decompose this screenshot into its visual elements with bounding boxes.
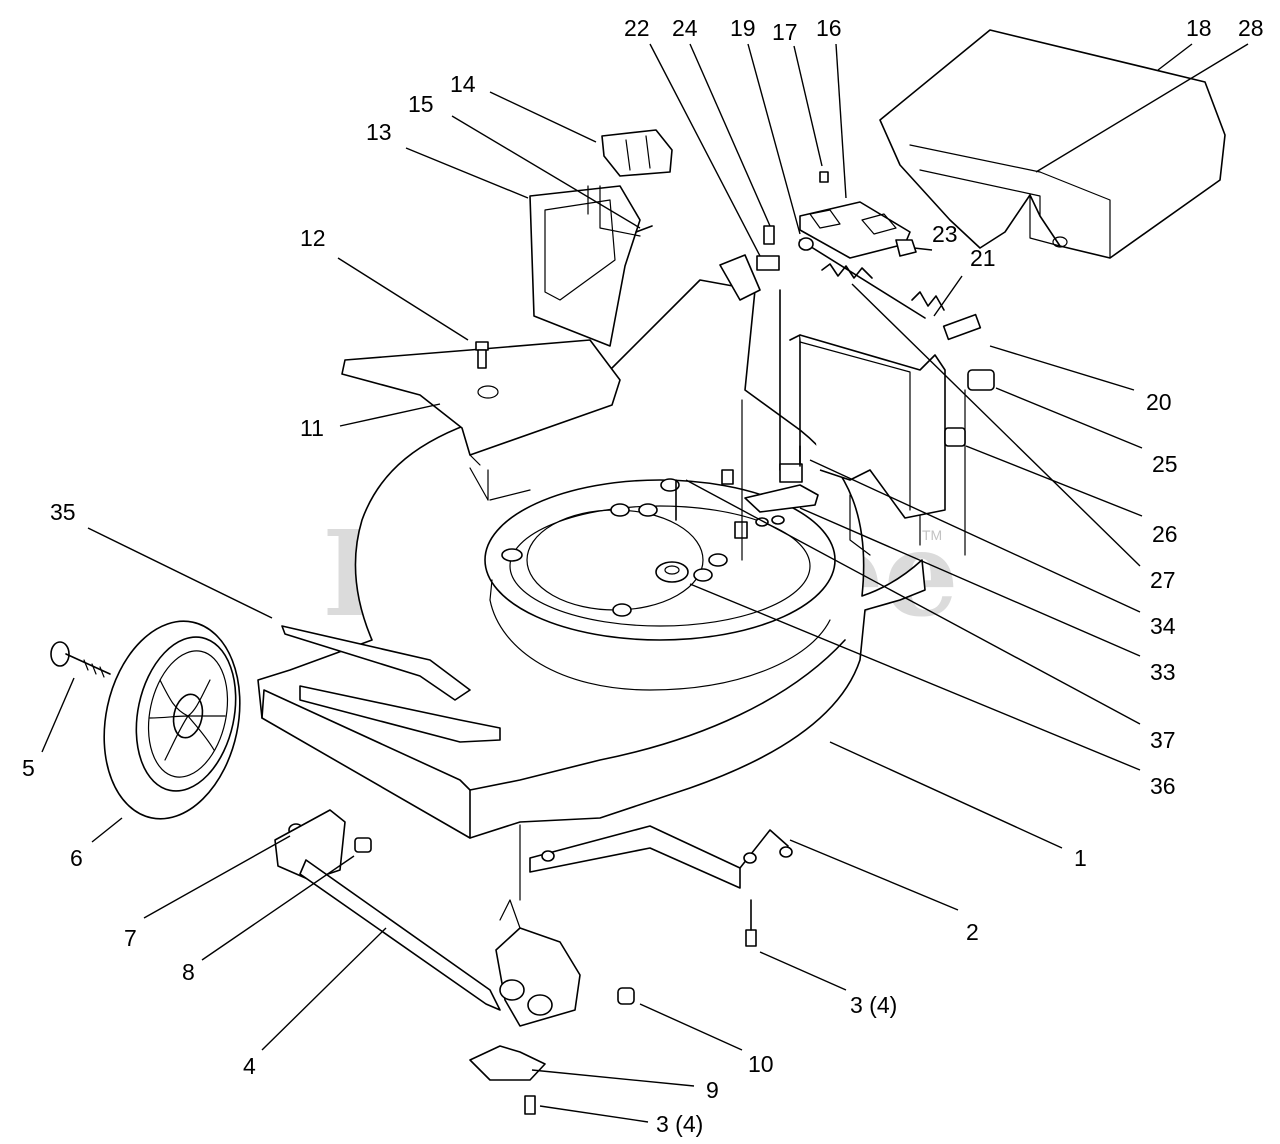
part-rear-axle (274, 809, 581, 1027)
callout-3b: 3 (4) (656, 1111, 703, 1137)
part-axle-rod (798, 237, 982, 341)
leader-line-37 (685, 479, 1141, 725)
callout-12: 12 (300, 225, 326, 251)
callout-26: 26 (1152, 521, 1178, 547)
callout-15: 15 (408, 91, 434, 117)
leader-line-1 (829, 741, 1063, 849)
callout-17: 17 (772, 19, 798, 45)
leader-line-8 (201, 855, 355, 961)
callout-5: 5 (22, 755, 35, 781)
part-bushing-10 (617, 987, 635, 1005)
part-25 (967, 369, 995, 391)
callout-33: 33 (1150, 659, 1176, 685)
leader-line-16 (835, 43, 847, 199)
callout-labels: 1 2 3 (4) 3 (4) 4 5 6 7 8 9 10 11 12 13 … (22, 15, 1264, 1137)
callout-28: 28 (1238, 15, 1264, 41)
callout-22: 22 (624, 15, 650, 41)
leader-line-17 (793, 45, 823, 167)
part-rear-flap (529, 825, 793, 889)
leader-line-3b (539, 1105, 649, 1123)
callout-7: 7 (124, 925, 137, 951)
leader-line-12 (337, 257, 469, 341)
leader-line-35 (87, 527, 273, 619)
leader-line-14 (489, 91, 597, 143)
part-handle-cover (799, 171, 911, 259)
leader-line-11 (339, 403, 441, 427)
callout-24: 24 (672, 15, 698, 41)
callout-34: 34 (1150, 613, 1176, 639)
leader-line-20 (989, 345, 1135, 391)
leader-line-36 (689, 583, 1141, 771)
leader-line-9 (531, 1069, 695, 1087)
callout-19: 19 (730, 15, 756, 41)
part-chute-door (529, 185, 641, 347)
part-plate-9 (469, 1045, 546, 1081)
callout-21: 21 (970, 245, 996, 271)
callout-35: 35 (50, 499, 76, 525)
part-clip-14 (601, 129, 673, 177)
part-23 (895, 239, 917, 257)
leader-line-33 (799, 507, 1141, 657)
leader-line-15 (451, 115, 641, 229)
callout-8: 8 (182, 959, 195, 985)
leader-line-4 (261, 927, 387, 1051)
part-hinge-pin (635, 225, 653, 233)
callout-2: 2 (966, 919, 979, 945)
callout-1: 1 (1074, 845, 1087, 871)
callout-37: 37 (1150, 727, 1176, 753)
leader-line-24 (689, 43, 771, 227)
callout-20: 20 (1146, 389, 1172, 415)
callout-11: 11 (300, 415, 324, 441)
leader-line-25 (995, 387, 1143, 449)
part-screw-3b (524, 1095, 536, 1115)
leader-line-27 (851, 283, 1141, 567)
leader-line-7 (143, 835, 291, 919)
leader-lines (41, 43, 1249, 1123)
leader-line-10 (639, 1003, 743, 1051)
part-deflector-plate (341, 339, 621, 466)
callout-6: 6 (70, 845, 83, 871)
leader-line-28 (1035, 43, 1249, 173)
callout-14: 14 (450, 71, 476, 97)
part-22 (756, 255, 780, 271)
part-screw-3a (745, 899, 757, 947)
part-26 (944, 427, 966, 447)
leader-line-21 (933, 275, 963, 317)
callout-25: 25 (1152, 451, 1178, 477)
watermark-trademark: TM (922, 527, 942, 543)
part-front-baffle (281, 625, 471, 701)
parts-artwork (50, 29, 1226, 1115)
callout-16: 16 (816, 15, 842, 41)
callout-36: 36 (1150, 773, 1176, 799)
part-bag-housing (879, 29, 1226, 259)
leader-line-19 (747, 43, 801, 235)
part-wheel (103, 620, 241, 820)
callout-13: 13 (366, 119, 392, 145)
leader-line-2 (789, 839, 959, 911)
callout-9: 9 (706, 1077, 719, 1103)
callout-18: 18 (1186, 15, 1212, 41)
callout-4: 4 (243, 1053, 256, 1079)
callout-10: 10 (748, 1051, 774, 1077)
leader-line-5 (41, 677, 75, 753)
leader-line-34 (809, 459, 1141, 613)
leader-line-22 (649, 43, 761, 257)
leader-line-3a (759, 951, 847, 991)
leader-line-6 (91, 817, 123, 843)
leader-line-18 (1157, 43, 1193, 71)
callout-3a: 3 (4) (850, 992, 897, 1018)
part-deck-housing (257, 279, 966, 901)
leader-line-23 (913, 247, 933, 251)
leader-line-13 (405, 147, 529, 199)
part-spring-27 (821, 263, 873, 279)
callout-27: 27 (1150, 567, 1176, 593)
part-wheel-bolt (50, 641, 111, 678)
part-height-bracket (744, 445, 819, 527)
part-bolt-12 (475, 341, 489, 369)
part-24 (763, 225, 775, 245)
part-nut-8 (354, 837, 372, 853)
callout-23: 23 (932, 221, 958, 247)
